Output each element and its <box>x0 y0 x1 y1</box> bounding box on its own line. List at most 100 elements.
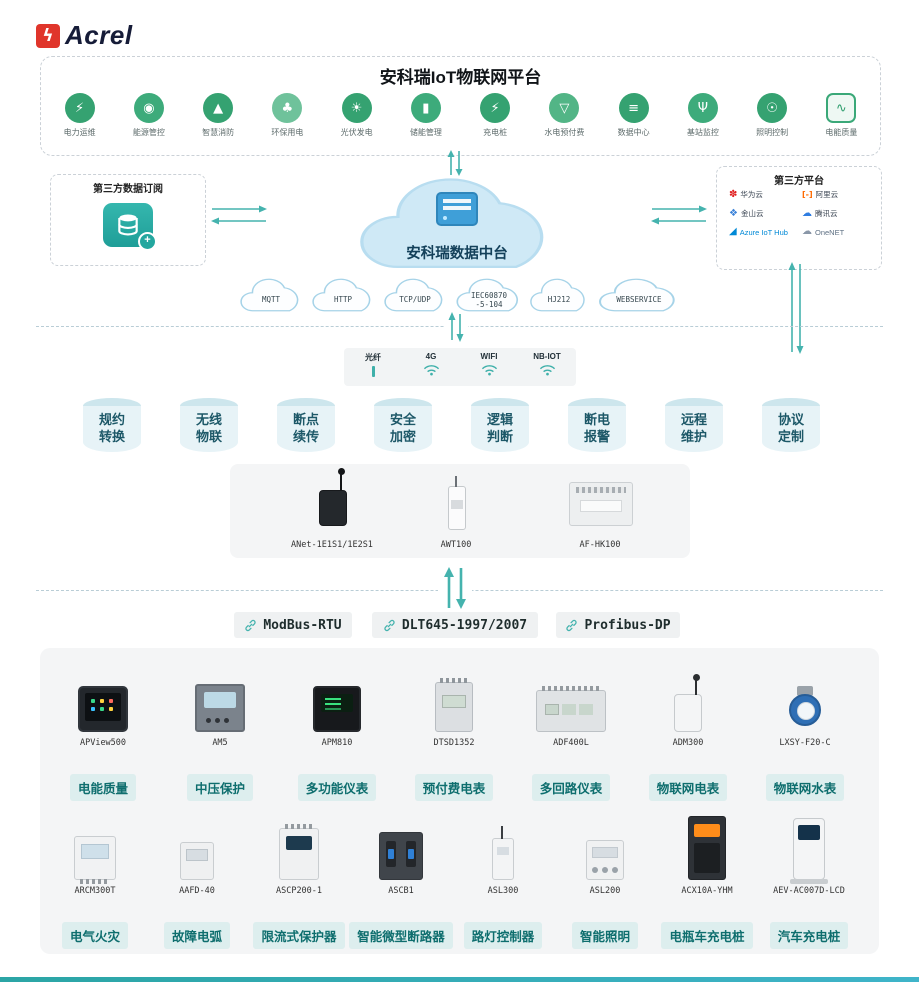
vendor-kingsoft-cloud: ❖金山云 <box>729 207 764 219</box>
asl300-device-image <box>492 826 514 880</box>
power-quality-icon: ∿ <box>826 93 857 123</box>
energy-storage-icon: ▮ <box>410 93 441 123</box>
feature-outage-alarm: 断电 报警 <box>568 398 626 452</box>
app-prepaid-utilities: ▽水电预付费 <box>531 93 598 138</box>
acrel-logo-icon: ϟ <box>36 23 60 48</box>
server-icon <box>436 192 478 226</box>
device-card-asl200: ASL200 智能照明 <box>553 816 657 949</box>
device-card-apview500: APView500 电能质量 <box>47 668 159 801</box>
category-tag: 故障电弧 <box>163 922 230 949</box>
arcm300t-device-image <box>74 836 116 884</box>
link-icon <box>384 619 395 631</box>
onenet-cloud-icon: ☁ <box>802 226 812 237</box>
apm810-device-image <box>313 686 361 732</box>
link-icon <box>566 619 578 631</box>
tencent-cloud-icon: ☁ <box>802 207 812 219</box>
category-tag: 电能质量 <box>69 774 136 801</box>
wifi-icon <box>481 365 497 376</box>
adf400l-device-image <box>536 686 606 732</box>
category-tag: 限流式保护器 <box>253 922 345 949</box>
device-card-am5: AM5 中压保护 <box>164 668 276 801</box>
category-tag: 智能微型断路器 <box>349 922 453 949</box>
device-card-lxsy-f20-c: LXSY-F20-C 物联网水表 <box>749 668 861 801</box>
device-card-aev-ac007d-lcd: AEV-AC007D-LCD 汽车充电桩 <box>757 816 861 949</box>
feature-resume-transfer: 断点 续传 <box>277 398 335 452</box>
device-card-aafd-40: AAFD-40 故障电弧 <box>145 816 249 949</box>
device-card-apm810: APM810 多功能仪表 <box>281 668 393 801</box>
feature-remote-maintenance: 远程 维护 <box>665 398 723 452</box>
kingsoft-cloud-icon: ❖ <box>729 207 738 219</box>
dtsd1352-device-image <box>435 678 473 732</box>
app-power-operations: ⚡电力运维 <box>46 93 113 138</box>
app-ev-charging: ⚡充电桩 <box>462 93 529 138</box>
category-tag: 电气火灾 <box>61 922 128 949</box>
smart-fire-icon: ▲ <box>203 93 234 123</box>
apview500-device-image <box>78 686 128 732</box>
protocol-cloud-hj212: HJ212 <box>528 278 590 314</box>
huawei-cloud-icon: ✽ <box>729 188 738 200</box>
device-card-arcm300t: ARCM300T 电气火灾 <box>43 816 147 949</box>
gateway-awt100-image <box>448 476 466 535</box>
eco-electricity-icon: ♣ <box>272 93 303 123</box>
vendor-tencent-cloud: ☁腾讯云 <box>802 207 838 219</box>
category-tag: 电瓶车充电桩 <box>661 922 753 949</box>
category-tag: 多功能仪表 <box>297 774 377 801</box>
gateway-afhk100-image <box>569 482 633 531</box>
device-card-adm300: ADM300 物联网电表 <box>632 668 744 801</box>
protocol-cloud-http: HTTP <box>310 278 376 314</box>
device-card-ascp200-1: ASCP200-1 限流式保护器 <box>247 816 351 949</box>
third-party-platform-box: 第三方平台 ✽华为云 [-]阿里云 ❖金山云 ☁腾讯云 ◢Azure IoT H… <box>716 166 882 270</box>
vendor-azure-iot-hub: ◢Azure IoT Hub <box>729 226 788 237</box>
protocol-cloud-iec60870: IEC60870 -5-104 <box>454 278 524 314</box>
app-energy-management: ◉能源管控 <box>115 93 182 138</box>
updown-arrow-thirdparty-gateway-icon <box>784 262 808 359</box>
network-mode-wifi: WIFI <box>460 348 518 386</box>
iot-platform-box: 安科瑞IoT物联网平台 ⚡电力运维 ◉能源管控 ▲智慧消防 ♣环保用电 ☀光伏发… <box>40 56 881 156</box>
pv-generation-icon: ☀ <box>341 93 372 123</box>
category-tag: 路灯控制器 <box>463 922 543 949</box>
ascp200-device-image <box>279 824 319 880</box>
vendor-grid: ✽华为云 [-]阿里云 ❖金山云 ☁腾讯云 ◢Azure IoT Hub ☁On… <box>729 189 875 237</box>
vendor-huawei-cloud: ✽华为云 <box>729 188 763 200</box>
acx10a-charging-cabinet-image <box>688 816 726 880</box>
protocol-cloud-webservice: WEBSERVICE <box>596 278 682 314</box>
network-mode-4g: 4G <box>402 348 460 386</box>
gateway-awt100-model: AWT100 <box>440 540 472 550</box>
gateway-anet-model: ANet-1E1S1/1E2S1 <box>291 540 373 550</box>
nbiot-signal-icon <box>539 365 555 376</box>
data-hub-title: 安科瑞数据中台 <box>406 246 508 262</box>
updown-arrow-platform-hub-icon <box>444 150 466 181</box>
feature-wireless-iot: 无线 物联 <box>180 398 238 452</box>
base-station-icon: Ψ <box>687 93 718 123</box>
protocol-chip-modbus: ModBus-RTU <box>234 612 352 638</box>
device-card-ascb1: ASCB1 智能微型断路器 <box>349 816 453 949</box>
app-data-center: ≡数据中心 <box>600 93 667 138</box>
am5-device-image <box>195 684 245 732</box>
gateway-panel: ANet-1E1S1/1E2S1 AWT100 AF-HK100 <box>230 464 690 558</box>
app-power-quality: ∿电能质量 <box>808 93 875 138</box>
gateway-afhk100-model: AF-HK100 <box>579 540 621 550</box>
category-tag: 物联网电表 <box>648 774 728 801</box>
data-center-icon: ≡ <box>618 93 649 123</box>
app-eco-electricity: ♣环保用电 <box>254 93 321 138</box>
device-card-acx10a-yhm: ACX10A-YHM 电瓶车充电桩 <box>655 816 759 949</box>
vendor-onenet: ☁OneNET <box>802 226 845 237</box>
alibaba-cloud-icon: [-] <box>802 189 813 199</box>
updown-arrow-gateway-devices-icon <box>438 566 472 615</box>
protocol-chip-dlt645: DLT645-1997/2007 <box>372 612 538 638</box>
subscription-title: 第三方数据订阅 <box>93 184 163 195</box>
gateway-anet-image <box>319 468 347 531</box>
energy-management-icon: ◉ <box>133 93 164 123</box>
device-card-asl300: ASL300 路灯控制器 <box>451 816 555 949</box>
platform-title: 安科瑞IoT物联网平台 <box>379 68 542 87</box>
protocol-cloud-tcpudp: TCP/UDP <box>382 278 448 314</box>
protocol-chip-profibus: Profibus-DP <box>556 612 680 638</box>
aev-ev-charger-image <box>790 818 828 884</box>
prepaid-utilities-icon: ▽ <box>549 93 580 123</box>
brand-name: Acrel <box>65 20 133 50</box>
category-tag: 预付费电表 <box>414 774 494 801</box>
leftright-arrow-hub-thirdparty-icon <box>650 204 708 231</box>
app-lighting-control: ☉照明控制 <box>739 93 806 138</box>
